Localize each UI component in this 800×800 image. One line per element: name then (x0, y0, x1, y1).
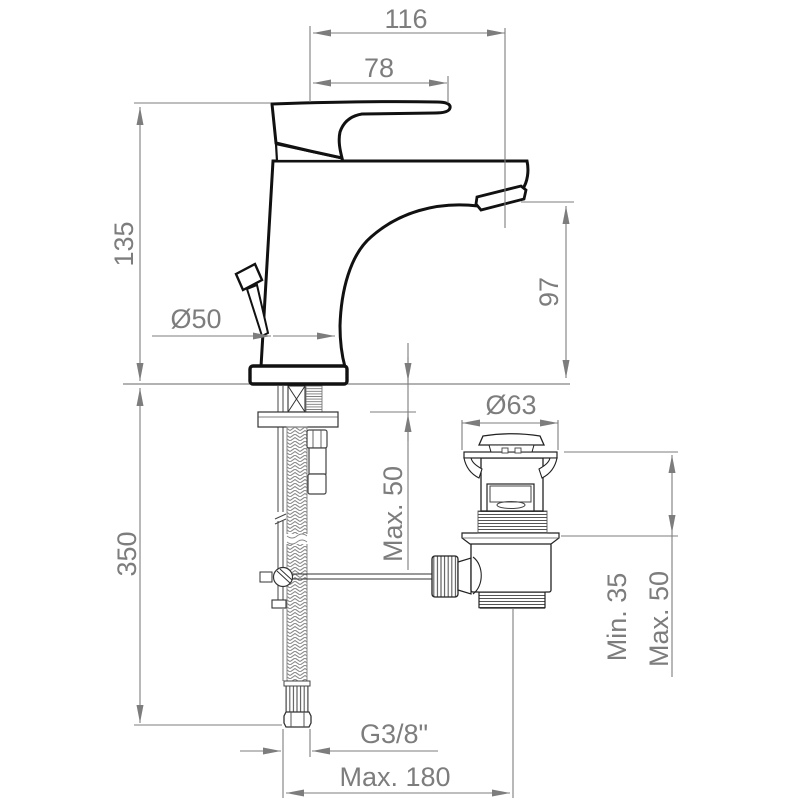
waste-tailpiece (478, 591, 546, 609)
dim-label-offset-max: Max. 180 (339, 762, 450, 792)
braided-supply-hose (286, 426, 308, 684)
hose-break-squiggle (286, 533, 308, 545)
hose-fitting-lower (307, 473, 327, 495)
faucet-base-flange (248, 364, 349, 386)
rod-break-squiggle (274, 513, 287, 525)
lever-handle (270, 100, 452, 160)
pop-up-rod-end (271, 599, 287, 609)
dim-label-total-reach: 116 (384, 4, 427, 34)
pop-up-waste-assembly (431, 433, 560, 609)
waste-side-port (472, 556, 482, 595)
waste-threads (477, 510, 548, 534)
dim-label-body-height: 135 (109, 221, 139, 266)
waste-wing-right (538, 457, 558, 479)
dim-label-hose-length: 350 (112, 531, 142, 576)
linkage-stub (259, 571, 273, 583)
linkage-screw-slot (276, 568, 293, 584)
waste-plug-cap (477, 433, 546, 446)
supply-nut (283, 711, 312, 728)
overflow-window (486, 483, 535, 512)
dim-label-waste-max: Max. 50 (644, 571, 674, 667)
waste-locknut (461, 532, 560, 545)
mounting-plate (257, 411, 339, 428)
mounting-block-hatch (287, 385, 306, 413)
dimension-lines (134, 26, 678, 798)
dimension-labels: 116 78 135 Ø50 97 350 Max. 50 Ø63 Min. 3… (109, 4, 674, 792)
hose-fitting-nut (306, 429, 328, 449)
hose-break (284, 534, 310, 544)
dim-label-waste-min: Min. 35 (602, 573, 632, 662)
spout-aerator (474, 184, 528, 212)
hose-collar (285, 685, 309, 713)
dim-label-supply-thread: G3/8" (360, 719, 428, 749)
dim-label-spout-reach: 78 (364, 53, 394, 83)
dim-label-base-diameter: Ø50 (170, 304, 221, 334)
waste-flange-rim (463, 451, 558, 459)
under-counter-assembly (257, 385, 432, 728)
waste-wing-left (463, 457, 483, 479)
waste-tailpiece-edges (478, 592, 546, 609)
threaded-stud (305, 385, 323, 413)
waste-body (470, 542, 552, 593)
faucet-body (259, 159, 530, 369)
dim-label-waste-diameter: Ø63 (485, 390, 536, 420)
waste-plug-nub (514, 447, 522, 454)
overflow-slot (496, 501, 526, 509)
hose-fitting-body (308, 447, 327, 475)
hose-collar-lip (283, 680, 311, 687)
waste-knob-connector (457, 557, 472, 595)
dim-label-spout-height: 97 (534, 277, 564, 307)
supply-nut-facets (290, 712, 305, 727)
waste-plug-lip (488, 444, 535, 453)
hose-fitting-facets (312, 430, 322, 448)
waste-adjust-knob (431, 555, 459, 598)
waste-plug-nub (501, 447, 509, 454)
handle-pin-knob (234, 262, 264, 292)
faucet-body-group (234, 100, 530, 386)
dim-label-deck-max: Max. 50 (378, 466, 408, 562)
